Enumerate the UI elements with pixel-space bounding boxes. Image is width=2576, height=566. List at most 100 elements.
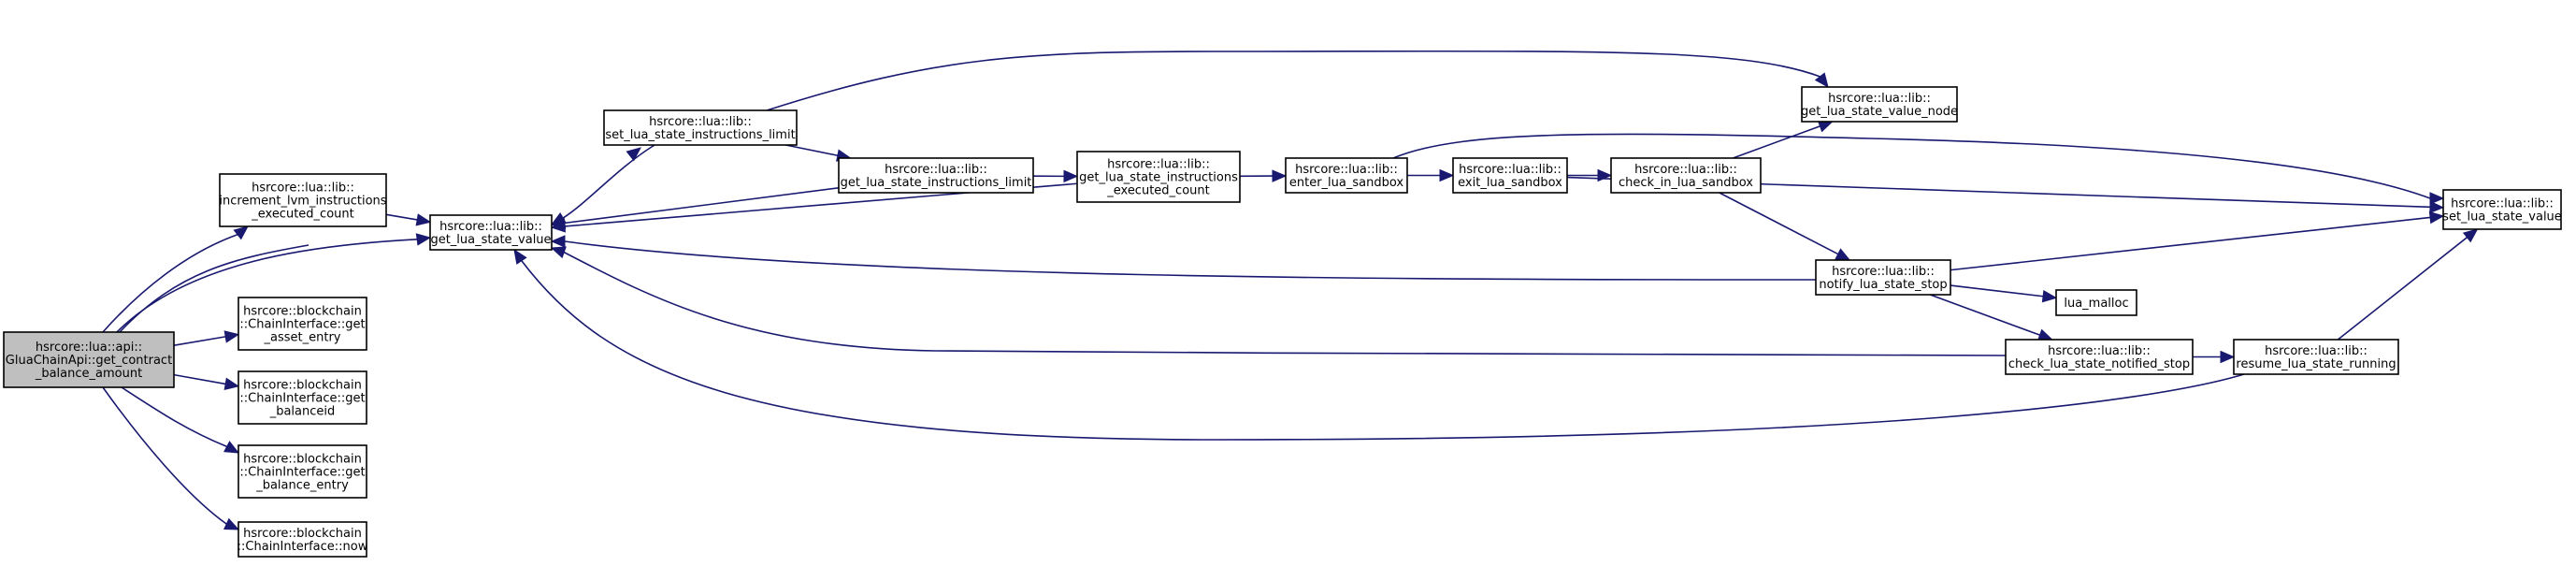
node-box bbox=[237, 444, 367, 499]
node-box bbox=[1285, 157, 1408, 194]
node-set-limit[interactable]: hsrcore::lua::lib::set_lua_state_instruc… bbox=[603, 109, 798, 146]
edge-enter-to-exit bbox=[1407, 168, 1455, 182]
node-box bbox=[1452, 157, 1568, 194]
node-label-line: set_lua_state_value bbox=[2442, 210, 2562, 225]
node-label-line: hsrcore::lua::lib:: bbox=[1295, 163, 1398, 177]
node-box bbox=[3, 331, 175, 388]
call-nodes: hsrcore::lua::api::GluaChainApi::get_con… bbox=[3, 86, 2562, 558]
node-box bbox=[2442, 189, 2562, 230]
node-resume[interactable]: hsrcore::lua::lib::resume_lua_state_runn… bbox=[2233, 339, 2399, 375]
edge-increment-to-get_value bbox=[385, 213, 432, 226]
edge-resume-to-set_value bbox=[2337, 228, 2479, 341]
node-label-line: hsrcore::lua::lib:: bbox=[2265, 344, 2367, 358]
node-exit[interactable]: hsrcore::lua::lib::exit_lua_sandbox bbox=[1452, 157, 1568, 194]
node-label-line: resume_lua_state_running bbox=[2236, 357, 2396, 371]
node-box bbox=[1076, 151, 1241, 203]
edge-notify-to-set_value bbox=[1950, 210, 2445, 271]
node-increment[interactable]: hsrcore::lua::lib::increment_lvm_instruc… bbox=[219, 173, 387, 227]
node-label-line: enter_lua_sandbox bbox=[1289, 176, 1404, 190]
node-label-line: ::ChainInterface::now bbox=[237, 540, 368, 554]
edge-set_limit-to-get_node bbox=[766, 50, 1829, 111]
node-label-line: get_lua_state_value bbox=[430, 233, 551, 247]
node-check-notified[interactable]: hsrcore::lua::lib::check_lua_state_notif… bbox=[2005, 339, 2194, 375]
edge-notify-to-get_value bbox=[550, 235, 1817, 281]
node-box bbox=[1815, 259, 1951, 296]
node-label-line: ::ChainInterface::get bbox=[239, 466, 365, 480]
node-label-line: increment_lvm_instructions bbox=[219, 195, 386, 209]
node-root[interactable]: hsrcore::lua::api::GluaChainApi::get_con… bbox=[3, 331, 175, 388]
node-box bbox=[603, 109, 798, 146]
node-label-line: hsrcore::lua::lib:: bbox=[439, 220, 542, 234]
node-label-line: hsrcore::lua::lib:: bbox=[1828, 92, 1931, 106]
node-label-line: check_lua_state_notified_stop bbox=[2008, 357, 2190, 371]
edge-enter-to-set_value bbox=[1392, 133, 2445, 205]
edge-get_limit-to-get_exec_count bbox=[1032, 169, 1079, 183]
node-label-line: hsrcore::lua::lib:: bbox=[2451, 197, 2554, 211]
edge-check_notified-to-get_value bbox=[550, 246, 2007, 356]
node-label-line: hsrcore::lua::lib:: bbox=[649, 115, 752, 129]
node-enter[interactable]: hsrcore::lua::lib::enter_lua_sandbox bbox=[1285, 157, 1408, 194]
edge-check_notified-to-resume bbox=[2193, 350, 2236, 364]
node-label-line: _asset_entry bbox=[264, 331, 341, 345]
node-label-line: hsrcore::lua::lib:: bbox=[1634, 163, 1737, 177]
node-box bbox=[1610, 157, 1762, 194]
node-label-line: _balance_entry bbox=[255, 479, 349, 493]
node-label-line: hsrcore::lua::api:: bbox=[36, 341, 142, 355]
node-box bbox=[237, 370, 367, 425]
node-get-exec-count[interactable]: hsrcore::lua::lib::get_lua_state_instruc… bbox=[1076, 151, 1241, 203]
node-get-value[interactable]: hsrcore::lua::lib::get_lua_state_value bbox=[429, 214, 553, 251]
node-label-line: hsrcore::blockchain bbox=[243, 379, 362, 393]
node-label-line: hsrcore::lua::lib:: bbox=[1107, 158, 1210, 172]
edge-check_in-to-notify bbox=[1719, 192, 1851, 261]
node-label-line: hsrcore::lua::lib:: bbox=[885, 163, 987, 177]
edge-set_limit-to-get_value bbox=[550, 144, 655, 225]
node-box bbox=[1801, 86, 1958, 123]
node-label-line: get_lua_state_instructions bbox=[1079, 171, 1238, 185]
node-label-line: set_lua_state_instructions_limit bbox=[605, 128, 795, 142]
node-balanceid[interactable]: hsrcore::blockchain::ChainInterface::get… bbox=[237, 370, 367, 425]
node-malloc[interactable]: lua_malloc bbox=[2055, 289, 2137, 316]
edge-root-to-balance_entry bbox=[121, 386, 240, 454]
node-box bbox=[429, 214, 553, 251]
node-label-line: hsrcore::blockchain bbox=[243, 453, 362, 467]
node-label-line: ::ChainInterface::get bbox=[239, 318, 365, 332]
edge-root-to-increment bbox=[102, 225, 249, 333]
node-label-line: hsrcore::blockchain bbox=[243, 527, 362, 541]
node-label-line: get_lua_state_instructions_limit bbox=[841, 176, 1032, 190]
node-get-node[interactable]: hsrcore::lua::lib::get_lua_state_value_n… bbox=[1801, 86, 1958, 123]
edge-root-to-asset_entry bbox=[173, 330, 240, 346]
edge-root-to-set_limit bbox=[119, 147, 641, 333]
node-notify[interactable]: hsrcore::lua::lib::notify_lua_state_stop bbox=[1815, 259, 1951, 296]
node-label-line: check_in_lua_sandbox bbox=[1619, 176, 1753, 190]
edge-root-to-balanceid bbox=[173, 373, 240, 390]
node-label-line: GluaChainApi::get_contract bbox=[6, 354, 172, 368]
node-label-line: lua_malloc bbox=[2064, 297, 2128, 311]
node-label-line: hsrcore::blockchain bbox=[243, 305, 362, 319]
node-now[interactable]: hsrcore::blockchain::ChainInterface::now bbox=[237, 521, 368, 558]
edge-resume-to-get_value bbox=[513, 248, 2245, 441]
node-label-line: get_lua_state_value_node bbox=[1801, 105, 1958, 119]
node-check-in[interactable]: hsrcore::lua::lib::check_in_lua_sandbox bbox=[1610, 157, 1762, 194]
node-asset-entry[interactable]: hsrcore::blockchain::ChainInterface::get… bbox=[237, 297, 367, 351]
node-label-line: _executed_count bbox=[251, 208, 353, 222]
node-box bbox=[237, 297, 367, 351]
edge-get_exec_count-to-enter bbox=[1239, 169, 1288, 182]
node-label-line: _balance_amount bbox=[35, 367, 142, 381]
node-label-line: _balanceid bbox=[269, 405, 336, 419]
node-box bbox=[219, 173, 387, 227]
edge-check_in-to-get_node bbox=[1733, 120, 1834, 159]
edge-notify-to-check_notified bbox=[1930, 294, 2053, 341]
node-label-line: ::ChainInterface::get bbox=[239, 392, 365, 406]
node-box bbox=[838, 157, 1034, 194]
node-box bbox=[2055, 289, 2137, 316]
node-box bbox=[2233, 339, 2399, 375]
node-label-line: notify_lua_state_stop bbox=[1819, 278, 1947, 292]
edge-notify-to-malloc bbox=[1950, 284, 2058, 303]
node-label-line: hsrcore::lua::lib:: bbox=[252, 181, 354, 196]
node-label-line: hsrcore::lua::lib:: bbox=[2048, 344, 2151, 358]
node-set-value[interactable]: hsrcore::lua::lib::set_lua_state_value bbox=[2442, 189, 2562, 230]
node-get-limit[interactable]: hsrcore::lua::lib::get_lua_state_instruc… bbox=[838, 157, 1034, 194]
node-balance-entry[interactable]: hsrcore::blockchain::ChainInterface::get… bbox=[237, 444, 367, 499]
node-label-line: hsrcore::lua::lib:: bbox=[1832, 265, 1935, 279]
